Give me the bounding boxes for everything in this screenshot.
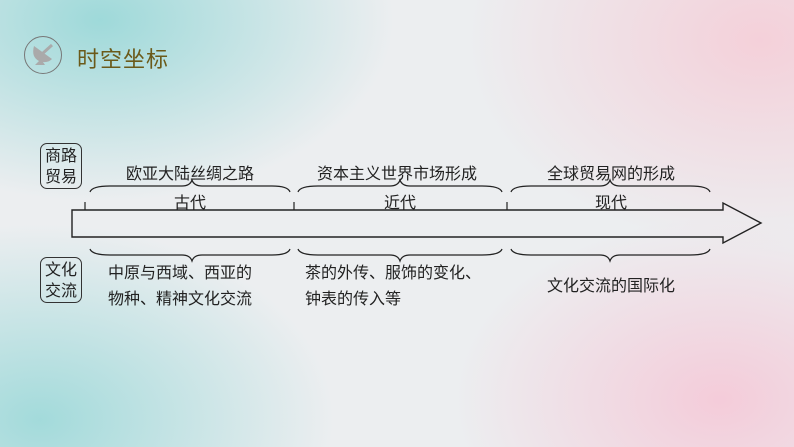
top-brace [510,178,711,193]
page-title: 时空坐标 [77,48,170,73]
label-line: 贸易 [44,167,77,186]
top-brace [297,178,503,193]
era-label-modern-early: 近代 [383,193,416,212]
trade-row-label: 商路 贸易 [40,143,82,189]
label-line: 交流 [44,281,77,300]
era-label-ancient: 古代 [173,193,206,212]
bottom-brace [297,248,503,263]
text-line: 茶的外传、服饰的变化、 [305,263,482,282]
trade-text-ancient: 欧亚大陆丝绸之路 [125,164,254,183]
culture-text-ancient: 中原与西域、西亚的 物种、精神文化交流 [108,260,252,312]
culture-row-label: 文化 交流 [40,257,82,303]
bottom-brace [510,248,711,263]
era-label-contemporary: 现代 [594,193,627,212]
culture-text-modern-early: 茶的外传、服饰的变化、 钟表的传入等 [305,260,481,312]
culture-text-contemporary: 文化交流的国际化 [546,276,675,295]
text-line: 中原与西域、西亚的 [108,263,253,282]
satellite-dish-icon [24,36,62,74]
bottom-brace [89,248,291,263]
label-line: 商路 [44,146,77,165]
text-line: 物种、精神文化交流 [108,289,253,308]
top-brace [89,178,291,193]
trade-text-modern-early: 资本主义世界市场形成 [316,164,477,183]
label-line: 文化 [44,260,77,279]
timeline-arrow [71,201,763,245]
trade-text-contemporary: 全球贸易网的形成 [546,164,675,183]
text-line: 钟表的传入等 [305,289,402,308]
